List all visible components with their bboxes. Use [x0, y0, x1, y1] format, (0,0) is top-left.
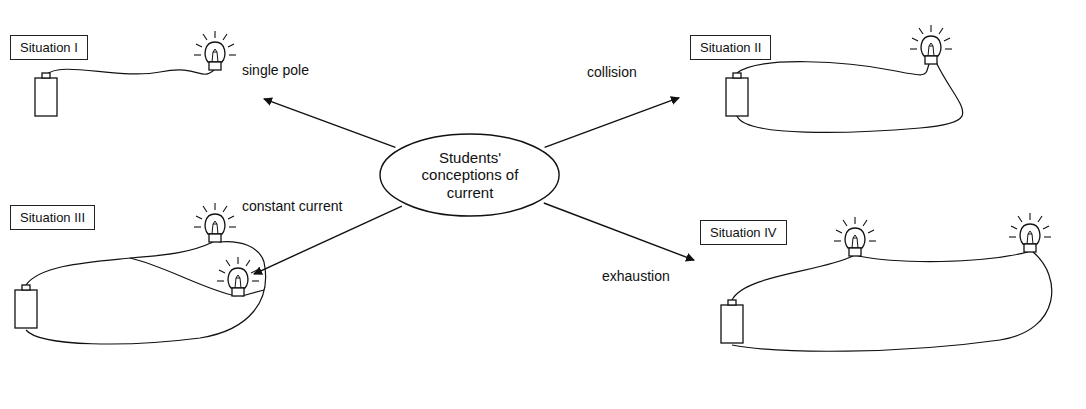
edge-label: collision: [585, 64, 639, 80]
edge-label: constant current: [240, 198, 344, 214]
arrow-connector: [254, 206, 402, 274]
edge-label: exhaustion: [600, 268, 672, 284]
situation-label: Situation III: [10, 205, 95, 230]
edge-label: single pole: [240, 62, 311, 78]
arrow-connector: [545, 98, 680, 148]
situation-label: Situation II: [690, 35, 771, 60]
situation-label: Situation IV: [700, 220, 787, 245]
situation-region: Situation IV: [695, 218, 1075, 358]
situation-region: Situation II: [680, 30, 1065, 140]
situation-region: Situation III: [8, 200, 253, 350]
concept-text: Students' conceptions of current: [411, 149, 529, 201]
arrow-connector: [264, 99, 396, 148]
situation-region: Situation I: [8, 32, 263, 122]
concept-ellipse: Students' conceptions of current: [379, 133, 560, 217]
arrow-connector: [544, 203, 694, 260]
situation-label: Situation I: [10, 35, 88, 60]
